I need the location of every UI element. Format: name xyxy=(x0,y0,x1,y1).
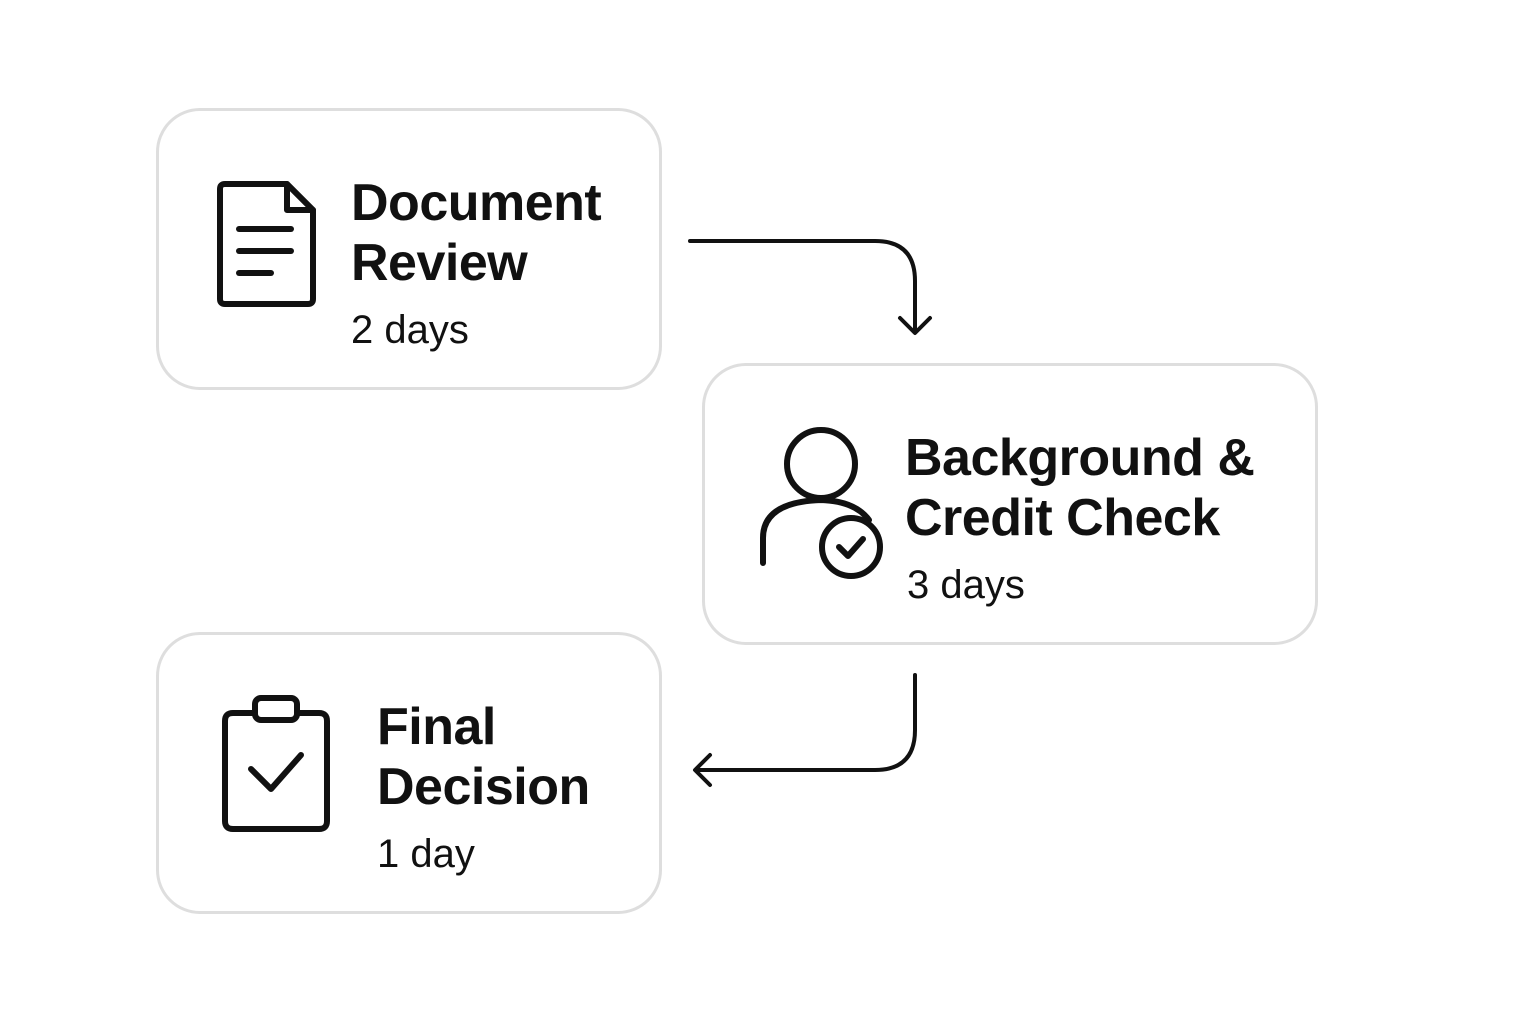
connector-arrow-review-to-check xyxy=(688,239,917,334)
document-icon xyxy=(217,181,316,307)
step-card-final-decision: Final Decision 1 day xyxy=(156,632,662,914)
user-check-icon xyxy=(760,427,883,579)
step-title-line: Review xyxy=(351,234,528,292)
step-duration: 3 days xyxy=(907,563,1025,607)
step-title-line: Credit Check xyxy=(905,489,1220,547)
arrowhead-left xyxy=(693,753,712,787)
step-title-line: Decision xyxy=(377,758,590,816)
step-title-line: Final xyxy=(377,698,496,756)
step-title-line: Background & xyxy=(905,429,1255,487)
step-title: Document Review xyxy=(351,173,602,293)
step-title-line: Document xyxy=(351,174,602,232)
step-duration: 2 days xyxy=(351,308,469,352)
step-title: Final Decision xyxy=(377,697,590,817)
step-card-document-review: Document Review 2 days xyxy=(156,108,662,390)
step-card-background-credit-check: Background & Credit Check 3 days xyxy=(702,363,1318,645)
clipboard-check-icon xyxy=(222,695,330,832)
connector-arrow-check-to-decision xyxy=(695,673,917,772)
step-title: Background & Credit Check xyxy=(905,428,1255,548)
arrowhead-down xyxy=(898,316,932,335)
step-duration: 1 day xyxy=(377,832,475,876)
